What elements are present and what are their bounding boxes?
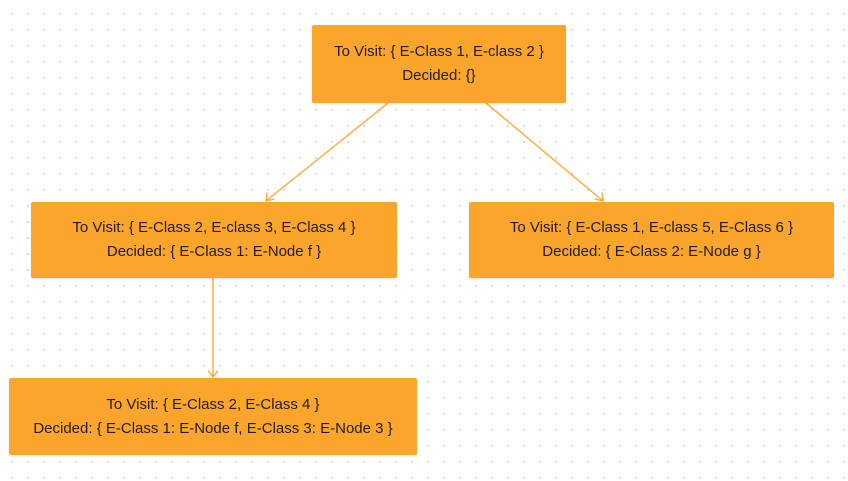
node-bottom-to-visit: To Visit: { E-Class 2, E-Class 4 } xyxy=(106,395,320,413)
node-left-to-visit: To Visit: { E-Class 2, E-class 3, E-Clas… xyxy=(72,219,356,236)
arrowhead-left-to-bottom xyxy=(207,370,219,378)
edge-root-to-right xyxy=(485,102,604,202)
arrowhead-root-to-left xyxy=(265,192,275,202)
node-right-to-visit: To Visit: { E-Class 1, E-class 5, E-Clas… xyxy=(509,219,794,236)
node-right-decided: Decided: { E-Class 2: E-Node g } xyxy=(542,243,761,260)
node-left[interactable]: To Visit: { E-Class 2, E-class 3, E-Clas… xyxy=(31,202,397,278)
node-left-decided: Decided: { E-Class 1: E-Node f } xyxy=(106,243,322,260)
edge-root-to-left xyxy=(265,102,389,202)
node-root-decided: Decided: {} xyxy=(402,67,476,84)
node-root[interactable]: To Visit: { E-Class 1, E-class 2 } Decid… xyxy=(312,25,566,103)
node-bottom[interactable]: To Visit: { E-Class 2, E-Class 4 } Decid… xyxy=(9,378,417,455)
node-right[interactable]: To Visit: { E-Class 1, E-class 5, E-Clas… xyxy=(469,202,834,278)
node-bottom-decided: Decided: { E-Class 1: E-Node f, E-Class … xyxy=(33,419,393,437)
arrowhead-root-to-right xyxy=(594,192,604,202)
node-root-to-visit: To Visit: { E-Class 1, E-class 2 } xyxy=(334,43,544,60)
